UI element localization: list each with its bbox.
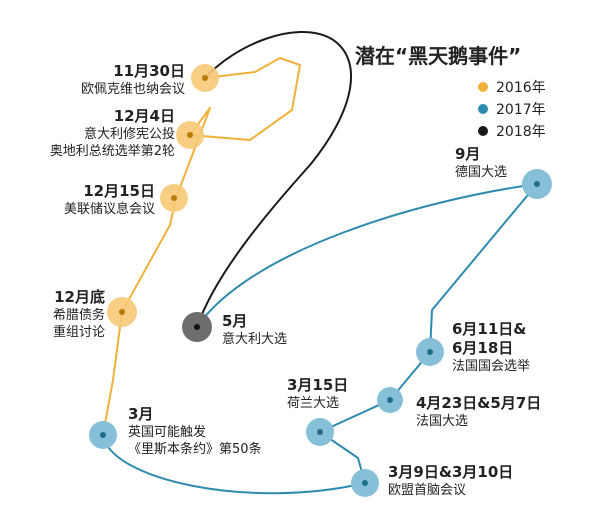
event-desc: 欧佩克维也纳会议 xyxy=(80,82,185,97)
event-desc: 奥地利总统选举第2轮 xyxy=(49,144,175,159)
event-date: 4月23日&5月7日 xyxy=(416,394,542,412)
node-may xyxy=(182,312,212,342)
event-desc: 法国大选 xyxy=(416,414,469,429)
node-mar9 xyxy=(351,469,379,497)
node-mar xyxy=(89,421,117,449)
event-label-may: 5月 意大利大选 xyxy=(222,312,287,348)
event-date: 3月9日&3月10日 xyxy=(388,463,514,481)
event-desc: 希腊债务 xyxy=(52,308,105,323)
node-jun11 xyxy=(416,338,444,366)
node-mar15 xyxy=(306,418,334,446)
node-apr23 xyxy=(377,387,403,413)
event-label-dec4: 12月4日 意大利修宪公投 奥地利总统选举第2轮 xyxy=(10,107,175,160)
node-dec-end xyxy=(107,297,137,327)
event-label-mar: 3月 英国可能触发 《里斯本条约》第50条 xyxy=(128,405,262,458)
node-nov30 xyxy=(191,64,219,92)
event-date: 12月15日 xyxy=(83,182,155,200)
event-date: 5月 xyxy=(222,312,248,330)
event-desc: 法国国会选举 xyxy=(452,359,531,374)
event-date: 3月15日 xyxy=(287,376,349,394)
event-date: 12月4日 xyxy=(113,107,175,125)
legend-item-2018: 2018年 xyxy=(478,120,546,142)
event-label-sep: 9月 德国大选 xyxy=(455,145,507,181)
event-desc: 意大利大选 xyxy=(222,332,288,347)
event-date: 9月 xyxy=(455,145,481,163)
node-sep xyxy=(522,169,552,199)
event-date: 12月底 xyxy=(54,288,105,306)
event-label-nov30: 11月30日 欧佩克维也纳会议 xyxy=(40,62,185,98)
event-desc: 德国大选 xyxy=(455,165,508,180)
legend-label: 2018年 xyxy=(496,124,546,140)
legend-dot-icon xyxy=(478,82,488,92)
event-label-dec15: 12月15日 美联储议息会议 xyxy=(10,182,155,218)
legend-item-2017: 2017年 xyxy=(478,98,546,120)
event-date: 3月 xyxy=(128,405,154,423)
event-label-mar15: 3月15日 荷兰大选 xyxy=(287,376,348,412)
event-date: 11月30日 xyxy=(113,62,185,80)
legend-dot-icon xyxy=(478,126,488,136)
path-2017-return xyxy=(196,183,538,328)
event-desc: 意大利修宪公投 xyxy=(83,127,175,142)
event-label-apr23: 4月23日&5月7日 法国大选 xyxy=(416,394,541,430)
event-date: 6月11日& xyxy=(452,320,527,338)
path-2017 xyxy=(102,183,538,495)
event-desc: 美联储议息会议 xyxy=(63,202,155,217)
event-date: 6月18日 xyxy=(452,339,514,357)
legend-item-2016: 2016年 xyxy=(478,76,546,98)
legend-label: 2016年 xyxy=(496,80,546,96)
event-desc: 英国可能触发 xyxy=(128,425,207,440)
event-desc: 荷兰大选 xyxy=(287,396,340,411)
event-desc: 《里斯本条约》第50条 xyxy=(128,442,262,457)
node-dec4 xyxy=(176,121,204,149)
node-dec15 xyxy=(160,184,188,212)
legend: 2016年 2017年 2018年 xyxy=(478,76,546,142)
legend-dot-icon xyxy=(478,104,488,114)
event-label-dec-end: 12月底 希腊债务 重组讨论 xyxy=(10,288,105,341)
path-2018 xyxy=(196,30,352,328)
event-label-jun11: 6月11日& 6月18日 法国国会选举 xyxy=(452,320,530,375)
event-label-mar9: 3月9日&3月10日 欧盟首脑会议 xyxy=(388,463,513,499)
diagram-title: 潜在“黑天鹅事件” xyxy=(355,44,522,68)
event-desc: 重组讨论 xyxy=(52,325,105,340)
legend-label: 2017年 xyxy=(496,102,546,118)
event-desc: 欧盟首脑会议 xyxy=(388,483,467,498)
